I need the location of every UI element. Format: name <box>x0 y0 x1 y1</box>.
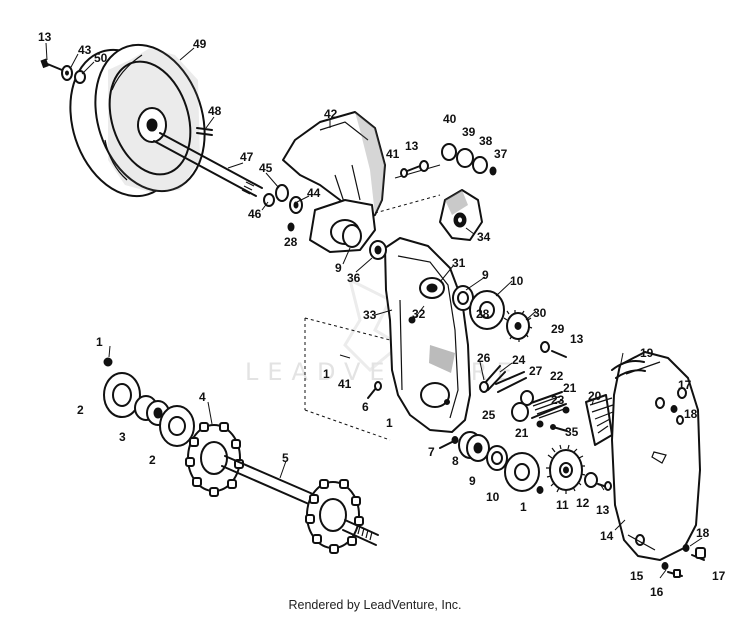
callout-10-lower: 10 <box>486 490 500 504</box>
callout-18-upper: 18 <box>684 407 698 421</box>
callout-2-right: 2 <box>149 453 156 467</box>
callout-27: 27 <box>529 364 543 378</box>
tensioner-assembly <box>439 143 497 241</box>
sprocket-teeth-left <box>185 422 244 497</box>
callout-18-lower: 18 <box>696 526 710 540</box>
callout-9-lower: 9 <box>469 474 476 488</box>
callout-38: 38 <box>479 134 493 148</box>
callout-44: 44 <box>307 186 321 200</box>
callout-28-upper: 28 <box>284 235 298 249</box>
callout-41-middle: 41 <box>338 377 352 391</box>
callout-13-right: 13 <box>570 332 584 346</box>
callout-43: 43 <box>78 43 92 57</box>
callout-6: 6 <box>362 400 369 414</box>
chaincase-assembly <box>304 224 567 441</box>
callout-28-right: 28 <box>476 307 490 321</box>
callout-45: 45 <box>259 161 273 175</box>
callout-7: 7 <box>428 445 435 459</box>
callout-26: 26 <box>477 351 491 365</box>
chain-tensioner <box>479 365 570 432</box>
callout-49: 49 <box>193 37 207 51</box>
callout-2-left: 2 <box>77 403 84 417</box>
callout-10-upper: 10 <box>510 274 524 288</box>
callout-29: 29 <box>551 322 565 336</box>
callout-17-lower: 17 <box>712 569 726 583</box>
callout-25: 25 <box>482 408 496 422</box>
callout-11: 11 <box>556 498 569 512</box>
callout-3: 3 <box>119 430 126 444</box>
callout-39: 39 <box>462 125 476 139</box>
callout-40: 40 <box>443 112 457 126</box>
callout-34: 34 <box>477 230 491 244</box>
callout-37: 37 <box>494 147 508 161</box>
callout-46: 46 <box>248 207 262 221</box>
callout-13-lower: 13 <box>596 503 610 517</box>
drive-axle-assembly <box>103 357 379 554</box>
callout-23: 23 <box>551 393 565 407</box>
callout-19: 19 <box>640 346 654 360</box>
callout-4: 4 <box>199 390 206 404</box>
callout-41: 41 <box>386 147 400 161</box>
callout-21-upper: 21 <box>563 381 577 395</box>
callout-33: 33 <box>363 308 377 322</box>
callout-24: 24 <box>512 353 526 367</box>
callout-1-middle: 1 <box>323 367 330 381</box>
callout-15: 15 <box>630 569 644 583</box>
callout-1-left: 1 <box>96 335 103 349</box>
callout-21-lower: 21 <box>515 426 529 440</box>
callout-1-case: 1 <box>386 416 393 430</box>
callout-35: 35 <box>565 425 579 439</box>
sprocket-11-teeth <box>546 444 586 494</box>
callout-16: 16 <box>650 585 664 599</box>
drive-pulley-assembly <box>40 43 263 198</box>
callout-labels: 13 43 50 49 48 47 42 41 13 40 39 38 37 4… <box>38 30 726 599</box>
callout-12: 12 <box>576 496 590 510</box>
callout-31: 31 <box>452 256 466 270</box>
driven-sprocket-assembly <box>367 381 612 494</box>
callout-32: 32 <box>412 307 426 321</box>
callout-47: 47 <box>240 150 254 164</box>
callout-20: 20 <box>588 389 602 403</box>
callout-48: 48 <box>208 104 222 118</box>
chaincase-cover <box>611 351 706 578</box>
callout-30: 30 <box>533 306 547 320</box>
callout-13-upper: 13 <box>405 139 419 153</box>
callout-42: 42 <box>324 107 338 121</box>
sprocket-teeth-right <box>305 479 364 554</box>
footer-credit: Rendered by LeadVenture, Inc. <box>288 598 462 612</box>
callout-50: 50 <box>94 51 108 65</box>
callout-17-upper: 17 <box>678 378 692 392</box>
callout-14: 14 <box>600 529 614 543</box>
callout-13: 13 <box>38 30 52 44</box>
callout-9-right: 9 <box>482 268 489 282</box>
callout-5: 5 <box>282 451 289 465</box>
leader-lines <box>45 42 703 579</box>
callout-1-lower: 1 <box>520 500 527 514</box>
callout-9-upper: 9 <box>335 261 342 275</box>
callout-8: 8 <box>452 454 459 468</box>
callout-36: 36 <box>347 271 361 285</box>
callout-22: 22 <box>550 369 564 383</box>
